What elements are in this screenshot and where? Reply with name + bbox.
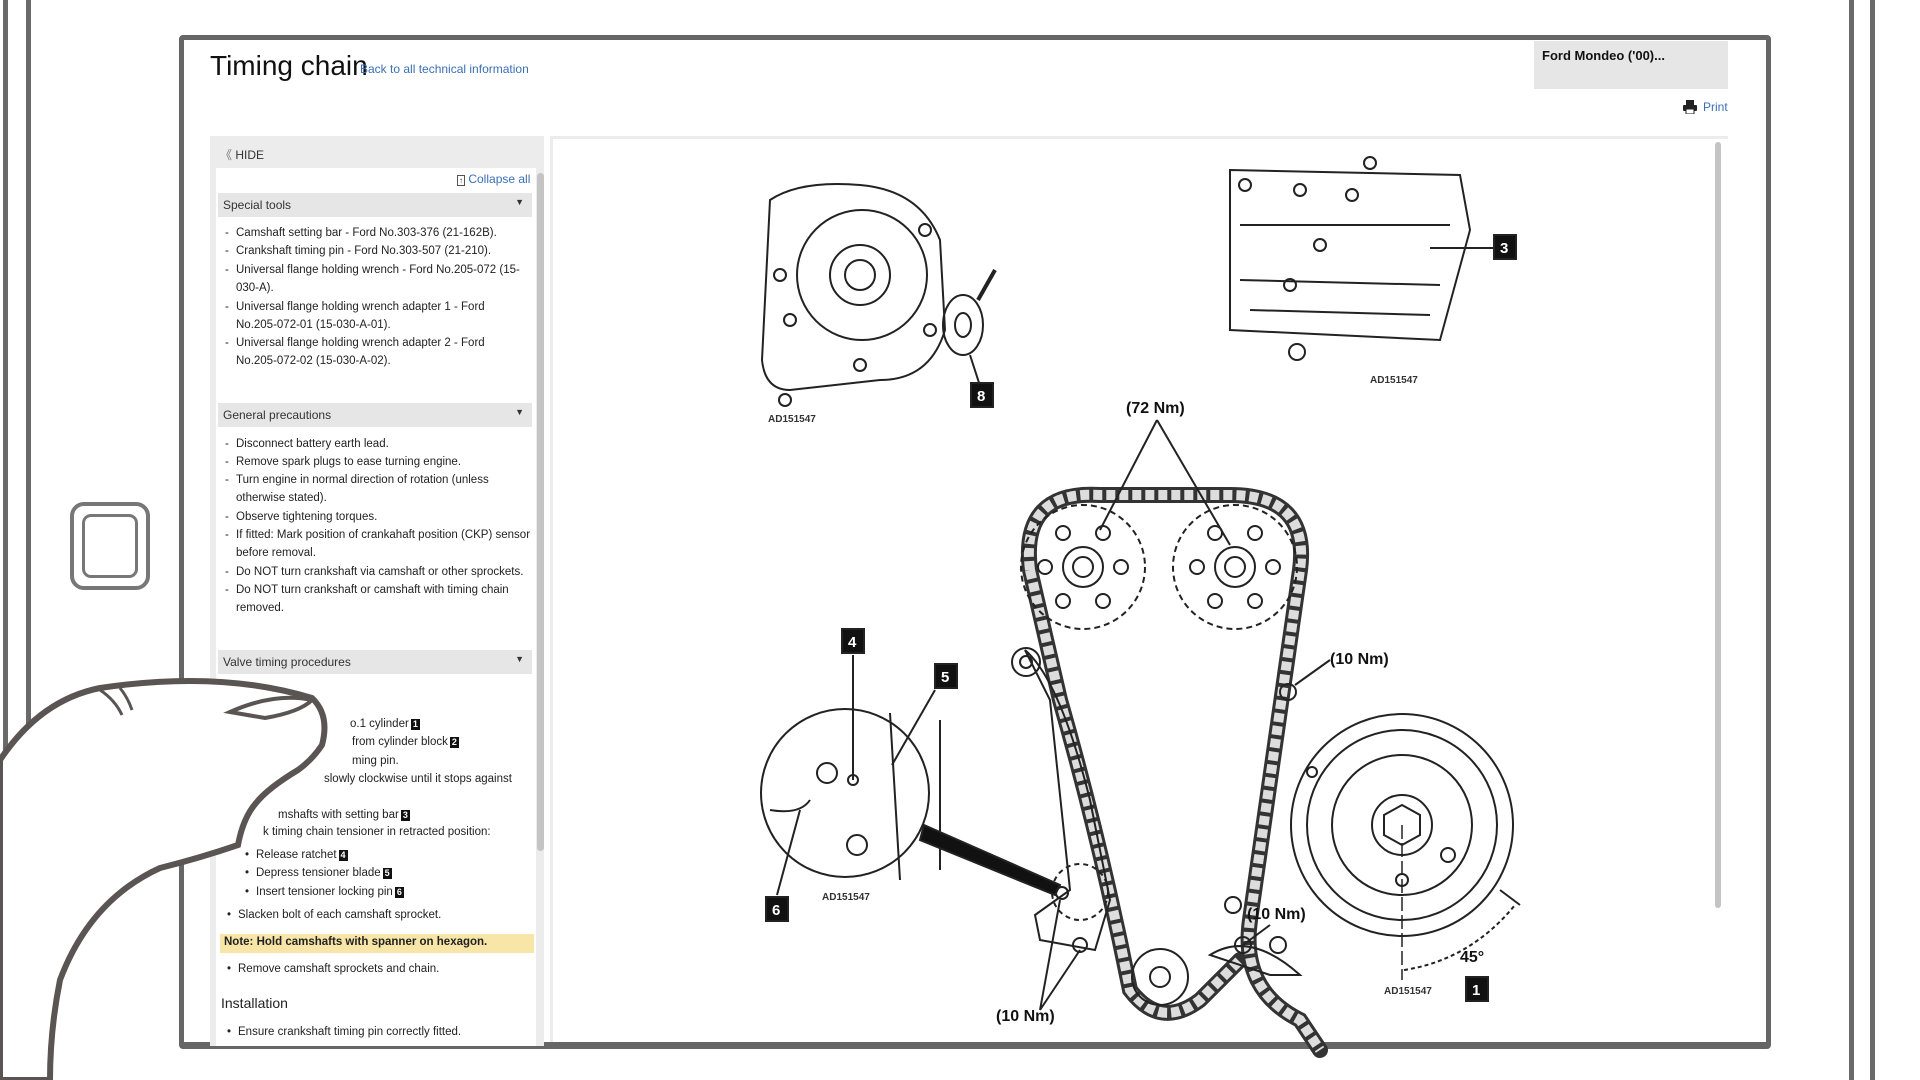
torque-label: (10 Nm) xyxy=(1247,906,1306,923)
list-item: •Ensure crankshaft timing pin correctly … xyxy=(227,1026,462,1038)
print-button[interactable]: Print xyxy=(1683,100,1728,114)
svg-text:6: 6 xyxy=(772,902,780,919)
tensioner-detail xyxy=(760,655,1062,897)
list-item: -Universal flange holding wrench - Ford … xyxy=(225,264,520,295)
list-item: •Remove camshaft sprockets and chain. xyxy=(227,963,440,975)
caret-down-icon: ▼ xyxy=(515,654,524,664)
section-header-valve-timing[interactable]: Valve timing procedures ▼ xyxy=(218,650,532,674)
sidebar-content xyxy=(216,168,536,1046)
svg-text:AD151547: AD151547 xyxy=(768,414,816,425)
caret-down-icon: ▼ xyxy=(515,197,524,207)
hide-sidebar-button[interactable]: 《 HIDE xyxy=(210,138,544,168)
list-item: •Slacken bolt of each camshaft sprocket. xyxy=(227,909,442,921)
list-item: -Do NOT turn crankshaft or camshaft with… xyxy=(225,584,509,615)
print-label: Print xyxy=(1703,100,1728,114)
sidebar-scrollbar[interactable] xyxy=(537,173,544,851)
collapse-icon: ↑ xyxy=(457,175,465,186)
svg-text:AD151547: AD151547 xyxy=(1370,375,1418,386)
note-callout: Note: Hold camshafts with spanner on hex… xyxy=(220,934,534,953)
list-item: ming pin. xyxy=(352,755,399,767)
tablet-frame-right xyxy=(1870,0,1875,1080)
svg-text:8: 8 xyxy=(977,388,985,405)
ref-labels: AD151547 AD151547 AD151547 AD151547 xyxy=(768,375,1432,997)
diagram-panel xyxy=(550,136,1728,1042)
torque-label: (10 Nm) xyxy=(996,1008,1055,1025)
diagram-scrollbar[interactable] xyxy=(1715,142,1721,908)
section-title: Valve timing procedures xyxy=(223,655,351,669)
svg-text:AD151547: AD151547 xyxy=(822,892,870,903)
torque-label: (10 Nm) xyxy=(1330,651,1389,668)
back-link[interactable]: Back to all technical information xyxy=(360,62,529,76)
tablet-frame-left-inner xyxy=(26,0,31,1080)
double-chevron-left-icon: 《 xyxy=(220,148,236,162)
crankshaft-pulley xyxy=(1290,713,1521,980)
svg-text:4: 4 xyxy=(848,634,857,651)
callouts: 1 3 4 5 6 8 xyxy=(765,234,1517,1002)
section-title: Special tools xyxy=(223,198,292,212)
angle-label: 45° xyxy=(1460,949,1484,966)
collapse-all-button[interactable]: ↑ Collapse all xyxy=(457,172,530,186)
torque-label: (72 Nm) xyxy=(1126,400,1185,417)
camshaft-illustration xyxy=(1229,156,1495,361)
list-item: slowly clockwise until it stops against xyxy=(324,773,512,785)
hide-label: HIDE xyxy=(235,148,265,162)
finger-overlay xyxy=(0,677,328,1080)
cam-sprocket-right xyxy=(1172,504,1298,630)
caret-down-icon: ▼ xyxy=(515,407,524,417)
list-item: k timing chain tensioner in retracted po… xyxy=(263,826,491,838)
vehicle-selector[interactable]: Ford Mondeo ('00)... xyxy=(1534,41,1728,89)
list-item: -Crankshaft timing pin - Ford No.303-507… xyxy=(225,245,492,257)
list-item: -Do NOT turn crankshaft via camshaft or … xyxy=(225,566,524,578)
list-item: -Camshaft setting bar - Ford No.303-376 … xyxy=(225,227,497,239)
list-item: -Remove spark plugs to ease turning engi… xyxy=(225,456,462,468)
svg-text:5: 5 xyxy=(941,669,949,686)
home-button[interactable] xyxy=(70,502,150,590)
list-item: -Observe tightening torques. xyxy=(225,511,378,523)
list-item: -Universal flange holding wrench adapter… xyxy=(225,337,485,368)
page-title: Timing chain xyxy=(210,50,368,81)
list-item: -If fitted: Mark position of crankahaft … xyxy=(225,529,531,560)
cover-illustration xyxy=(760,183,997,407)
section-title: General precautions xyxy=(223,408,332,422)
collapse-all-label: Collapse all xyxy=(468,172,531,186)
svg-text:3: 3 xyxy=(1500,240,1508,257)
tablet-frame-left xyxy=(3,0,8,1080)
tablet-frame-right-inner xyxy=(1849,0,1854,1080)
printer-icon xyxy=(1683,100,1697,114)
svg-text:1: 1 xyxy=(1472,982,1480,999)
cam-sprocket-left xyxy=(1020,504,1146,630)
installation-heading: Installation xyxy=(221,995,288,1011)
list-item: -Disconnect battery earth lead. xyxy=(225,438,389,450)
section-header-special-tools[interactable]: Special tools ▼ xyxy=(218,193,532,217)
list-item: -Universal flange holding wrench adapter… xyxy=(225,301,485,332)
section-header-general-precautions[interactable]: General precautions ▼ xyxy=(218,403,532,427)
svg-text:AD151547: AD151547 xyxy=(1384,986,1432,997)
list-item: -Turn engine in normal direction of rota… xyxy=(225,474,489,505)
